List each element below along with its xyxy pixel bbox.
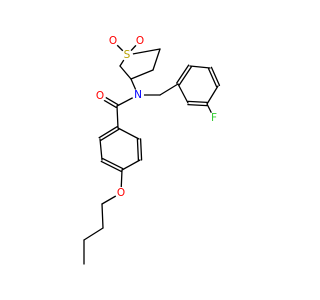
bond (139, 138, 143, 161)
bond (101, 203, 104, 229)
atom-label: N (134, 89, 142, 101)
atom-background (132, 89, 144, 101)
atom-o1: O (107, 35, 119, 47)
bond (187, 100, 208, 104)
bond (116, 105, 119, 129)
bond (83, 227, 104, 241)
bond (102, 157, 124, 170)
bond (159, 83, 179, 96)
bond (100, 128, 120, 142)
bond (152, 48, 161, 71)
atom-label: F (211, 112, 217, 124)
bond (119, 65, 132, 80)
bond (176, 64, 190, 84)
bond (206, 85, 219, 105)
atom-s: S (121, 49, 133, 61)
atom-label: O (96, 90, 104, 102)
atom-label: O (136, 35, 144, 47)
atom-f: F (208, 112, 220, 124)
atom-background (134, 35, 146, 47)
bond (117, 127, 140, 140)
atom-label: O (117, 187, 125, 199)
bond (136, 138, 140, 161)
atom-label: O (109, 35, 117, 47)
bond (99, 138, 103, 161)
atom-background (94, 90, 106, 102)
bond (189, 65, 211, 69)
atom-o3: O (94, 90, 106, 102)
bond (178, 66, 192, 86)
atom-n: N (132, 89, 144, 101)
bond (210, 66, 221, 87)
bond (130, 69, 154, 80)
atom-o2: O (134, 35, 146, 47)
bond (177, 83, 189, 104)
bond (187, 103, 208, 107)
bond (100, 160, 122, 173)
atom-background (121, 49, 133, 61)
atom-label: S (124, 49, 131, 61)
bond (121, 159, 141, 171)
atom-background (115, 187, 127, 199)
atom-background (107, 35, 119, 47)
atom-o4: O (115, 187, 127, 199)
bond (98, 125, 118, 139)
bond-layer (83, 40, 221, 265)
atom-background (208, 112, 220, 124)
bond (207, 67, 218, 88)
